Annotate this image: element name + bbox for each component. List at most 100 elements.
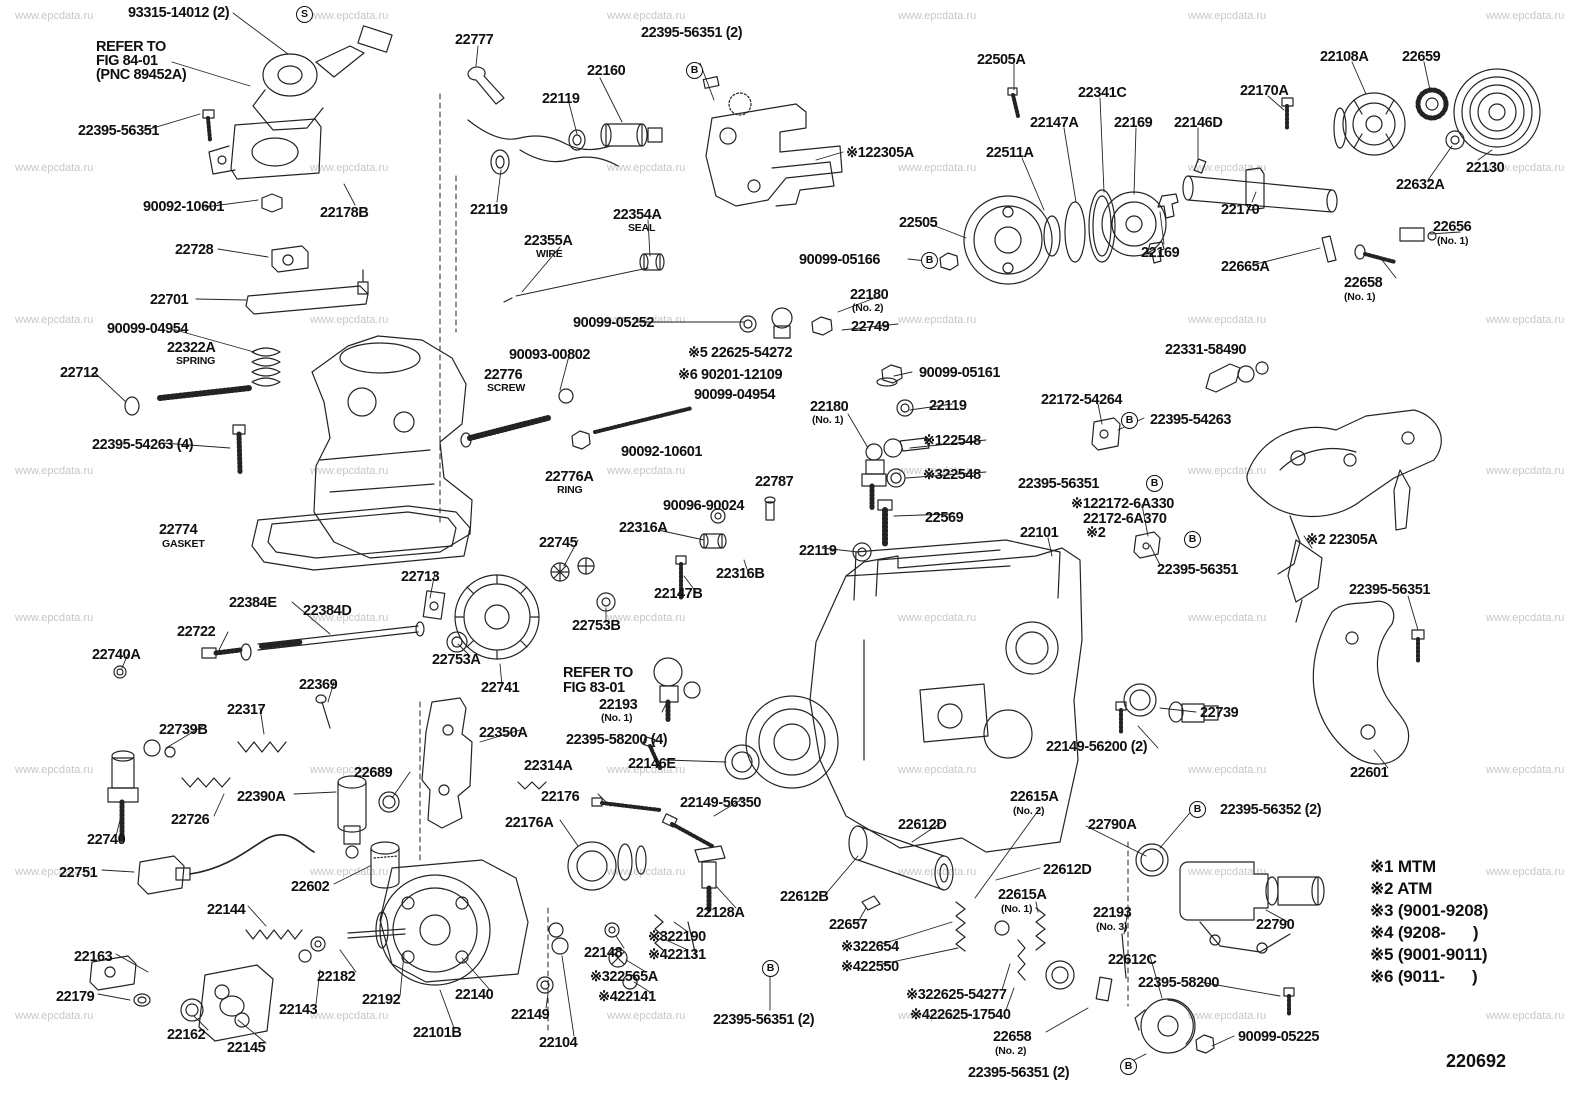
part-number-label: 22369 [299, 677, 338, 693]
part-number-label: 22180 [850, 287, 889, 303]
part-number-label: ※322548 [923, 467, 981, 483]
watermark: www.epcdata.ru [898, 10, 977, 22]
watermark: www.epcdata.ru [1188, 764, 1267, 776]
part-number-label: 22147A [1030, 115, 1079, 131]
part-number-label: 22384D [303, 603, 352, 619]
part-number-label: SCREW [487, 382, 526, 394]
doc-number: 220692 [1446, 1051, 1507, 1071]
part-number-label: 22505A [977, 52, 1026, 68]
legend-item: ※5 (9001-9011) [1370, 945, 1488, 964]
part-number-label: 22790 [1256, 917, 1295, 933]
part-number-label: 22143 [279, 1002, 318, 1018]
part-number-label: 22180 [810, 399, 849, 415]
part-number-label: 22395-56351 [78, 123, 160, 139]
part-number-label: 22395-56351 [1349, 582, 1431, 598]
circled-letter-symbol-B: B [921, 252, 938, 269]
part-number-label: 22657 [829, 917, 868, 933]
part-number-label: ※322565A [590, 969, 658, 985]
part-number-label: 22140 [455, 987, 494, 1003]
part-number-label: 22658 [1344, 275, 1383, 291]
part-number-label: 22740 [87, 832, 126, 848]
part-number-label: 22146D [1174, 115, 1223, 131]
part-number-label: 22505 [899, 215, 938, 231]
part-number-label: 22350A [479, 725, 528, 741]
part-number-label: 22722 [177, 624, 216, 640]
part-number-label: 22384E [229, 595, 277, 611]
part-number-label: ※122305A [846, 145, 914, 161]
part-number-label: 90099-05252 [573, 315, 655, 331]
part-number-label: 22101B [413, 1025, 462, 1041]
part-number-label: 22193 [1093, 905, 1132, 921]
part-number-label: 22170A [1240, 83, 1289, 99]
part-number-label: 22395-54263 [1150, 412, 1232, 428]
part-number-label: 22569 [925, 510, 964, 526]
part-number-label: 22395-56352 (2) [1220, 802, 1322, 818]
part-number-label: 22615A [1010, 789, 1059, 805]
part-number-label: 22739 [1200, 705, 1239, 721]
part-number-label: WIRE [536, 248, 563, 260]
watermark: www.epcdata.ru [310, 10, 389, 22]
part-number-label: 22149 [511, 1007, 550, 1023]
watermark: www.epcdata.ru [1486, 314, 1565, 326]
watermark: www.epcdata.ru [15, 162, 94, 174]
watermark: www.epcdata.ru [310, 1010, 389, 1022]
part-number-label: 22172-6A370 [1083, 511, 1167, 527]
legend-item: ※4 (9208- ) [1370, 923, 1479, 942]
watermark: www.epcdata.ru [15, 314, 94, 326]
legend-item: ※6 (9011- ) [1370, 967, 1478, 986]
part-number-label: 22104 [539, 1035, 578, 1051]
part-number-label: 22119 [470, 202, 508, 218]
part-number-label: 22331-58490 [1165, 342, 1247, 358]
part-number-label: (No. 1) [1437, 235, 1469, 247]
part-number-label: 90092-10601 [621, 444, 703, 460]
part-number-label: 22602 [291, 879, 330, 895]
part-number-label: 22390A [237, 789, 286, 805]
part-number-label: SPRING [176, 355, 216, 367]
part-number-label: (No. 1) [1344, 291, 1376, 303]
part-number-label: 22665A [1221, 259, 1270, 275]
watermark: www.epcdata.ru [310, 314, 389, 326]
part-number-label: 22170 [1221, 202, 1260, 218]
part-number-label: 22128A [696, 905, 745, 921]
part-number-label: 90092-10601 [143, 199, 225, 215]
part-number-label: 22145 [227, 1040, 266, 1056]
legend-item: ※3 (9001-9208) [1370, 901, 1489, 920]
part-number-label: 22355A [524, 233, 573, 249]
part-number-label: 22119 [799, 543, 837, 559]
part-number-label: ※122172-6A330 [1071, 496, 1174, 512]
part-number-label: GASKET [162, 538, 205, 550]
part-number-label: 90099-05161 [919, 365, 1001, 381]
watermark: www.epcdata.ru [1188, 465, 1267, 477]
part-number-label: ※2 22305A [1306, 532, 1378, 548]
part-number-label: 90093-00802 [509, 347, 591, 363]
part-number-label: 22341C [1078, 85, 1127, 101]
circled-letter-symbol-B: B [686, 62, 703, 79]
part-number-label: 22322A [167, 340, 216, 356]
part-number-label: 22612D [898, 817, 947, 833]
part-number-label: RING [557, 484, 583, 496]
part-number-label: 22790A [1088, 817, 1137, 833]
watermark: www.epcdata.ru [1486, 612, 1565, 624]
part-number-label: 22776 [484, 367, 523, 383]
watermark: www.epcdata.ru [15, 866, 94, 878]
part-number-label: 22182 [317, 969, 356, 985]
part-number-label: 22176 [541, 789, 580, 805]
watermark: www.epcdata.ru [15, 10, 94, 22]
part-number-label: 22712 [60, 365, 99, 381]
part-number-label: 22656 [1433, 219, 1472, 235]
watermark: www.epcdata.ru [15, 465, 94, 477]
part-number-label: 22659 [1402, 49, 1441, 65]
part-number-label: 22728 [175, 242, 214, 258]
part-number-label: 22395-58200 [1138, 975, 1220, 991]
part-number-label: 22615A [998, 887, 1047, 903]
watermark: www.epcdata.ru [607, 612, 686, 624]
watermark: www.epcdata.ru [1486, 866, 1565, 878]
part-number-label: ※422141 [598, 989, 656, 1005]
part-number-label: 22726 [171, 812, 210, 828]
part-number-label: 22776A [545, 469, 594, 485]
part-number-label: ※422550 [841, 959, 899, 975]
watermark: www.epcdata.ru [607, 314, 686, 326]
watermark: www.epcdata.ru [898, 612, 977, 624]
watermark: www.epcdata.ru [1188, 10, 1267, 22]
